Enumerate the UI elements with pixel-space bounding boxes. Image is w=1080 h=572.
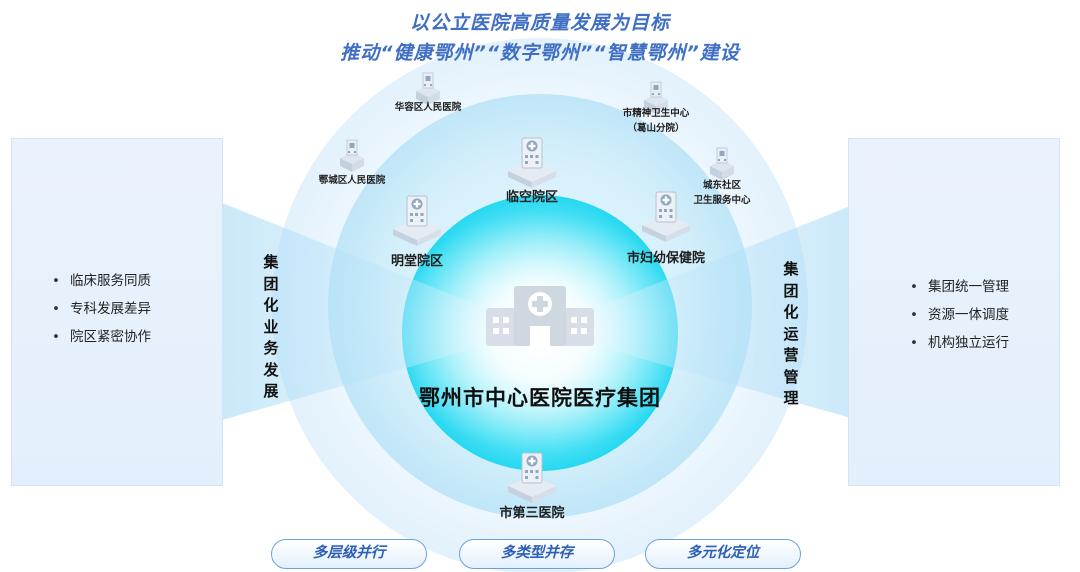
label-mingtang: 明堂院区 xyxy=(390,254,443,269)
list-item: 临床服务同质 xyxy=(52,267,151,295)
list-item: 资源一体调度 xyxy=(910,301,1009,329)
left-panel-list: 临床服务同质 专科发展差异 院区紧密协作 xyxy=(52,267,151,351)
right-panel-list: 集团统一管理 资源一体调度 机构独立运行 xyxy=(910,273,1009,357)
left-beam xyxy=(222,203,540,420)
label-linkong: 临空院区 xyxy=(505,190,558,205)
label-chengdong-2: 卫生服务中心 xyxy=(693,195,751,206)
list-item: 院区紧密协作 xyxy=(52,323,151,351)
feature-pill-3: 多元化定位 xyxy=(645,539,801,569)
list-item: 集团统一管理 xyxy=(910,273,1009,301)
right-panel-heading: 集团化运营管理 xyxy=(783,260,799,407)
list-item: 机构独立运行 xyxy=(910,329,1009,357)
left-panel-heading: 集团化业务发展 xyxy=(263,253,279,400)
label-jingshen-2: （葛山分院） xyxy=(627,123,685,134)
header-title-line2: 推动“健康鄂州”“数字鄂州”“智慧鄂州”建设 xyxy=(340,42,740,64)
list-item: 专科发展差异 xyxy=(52,295,151,323)
label-chengdong-1: 城东社区 xyxy=(702,180,741,191)
label-disan: 市第三医院 xyxy=(499,506,565,521)
center-group-name: 鄂州市中心医院医疗集团 xyxy=(419,386,661,410)
label-huarong: 华容区人民医院 xyxy=(394,102,462,113)
label-jingshen-1: 市精神卫生中心 xyxy=(622,108,690,119)
label-echeng: 鄂城区人民医院 xyxy=(318,175,386,186)
hospital-building-icon xyxy=(486,286,594,346)
feature-pill-2: 多类型并存 xyxy=(459,539,615,569)
header-title-line1: 以公立医院高质量发展为目标 xyxy=(409,12,670,34)
feature-pill-1: 多层级并行 xyxy=(271,539,427,569)
label-fuyou: 市妇幼保健院 xyxy=(626,251,705,266)
right-beam xyxy=(540,203,858,420)
